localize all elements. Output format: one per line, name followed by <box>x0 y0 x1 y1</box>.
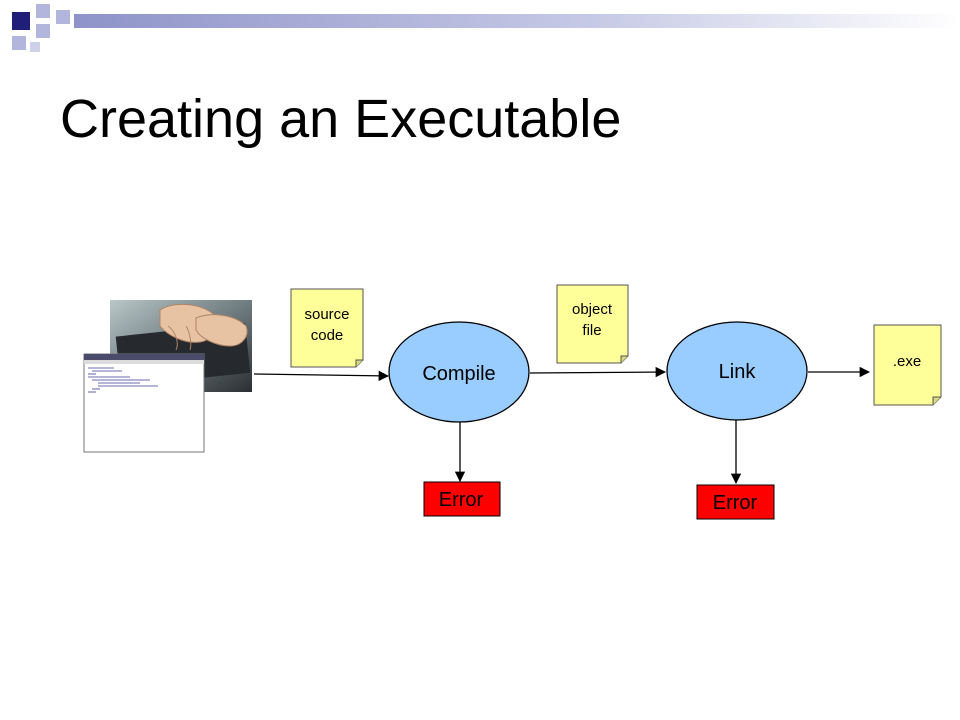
object-file-note: object file <box>556 284 629 364</box>
compile-error-box: Error <box>423 481 501 517</box>
page-title: Creating an Executable <box>60 89 622 149</box>
link-error-box: Error <box>696 484 775 520</box>
header-square <box>36 24 50 38</box>
link-error-label: Error <box>713 492 758 514</box>
arrow-source-to-compile <box>253 370 390 382</box>
header-square <box>30 42 40 52</box>
header-square <box>36 4 50 18</box>
exe-note: .exe <box>873 324 942 406</box>
compile-label: Compile <box>422 363 495 385</box>
header-square <box>12 12 30 30</box>
object-file-label-line2: file <box>582 322 601 339</box>
code-editor-window <box>83 353 205 453</box>
header-square <box>12 36 26 50</box>
header-decoration <box>12 4 960 52</box>
header-gradient-bar <box>74 14 960 28</box>
source-code-note: source code <box>290 288 364 368</box>
compile-node: Compile <box>388 321 530 423</box>
link-label: Link <box>719 361 757 383</box>
compile-error-label: Error <box>439 489 484 511</box>
exe-label: .exe <box>893 353 921 370</box>
object-file-label-line1: object <box>572 301 613 318</box>
link-node: Link <box>666 321 808 421</box>
source-code-label-line1: source <box>304 306 349 323</box>
header-square <box>56 10 70 24</box>
source-code-label-line2: code <box>311 327 344 344</box>
arrow-compile-to-link <box>529 366 667 378</box>
